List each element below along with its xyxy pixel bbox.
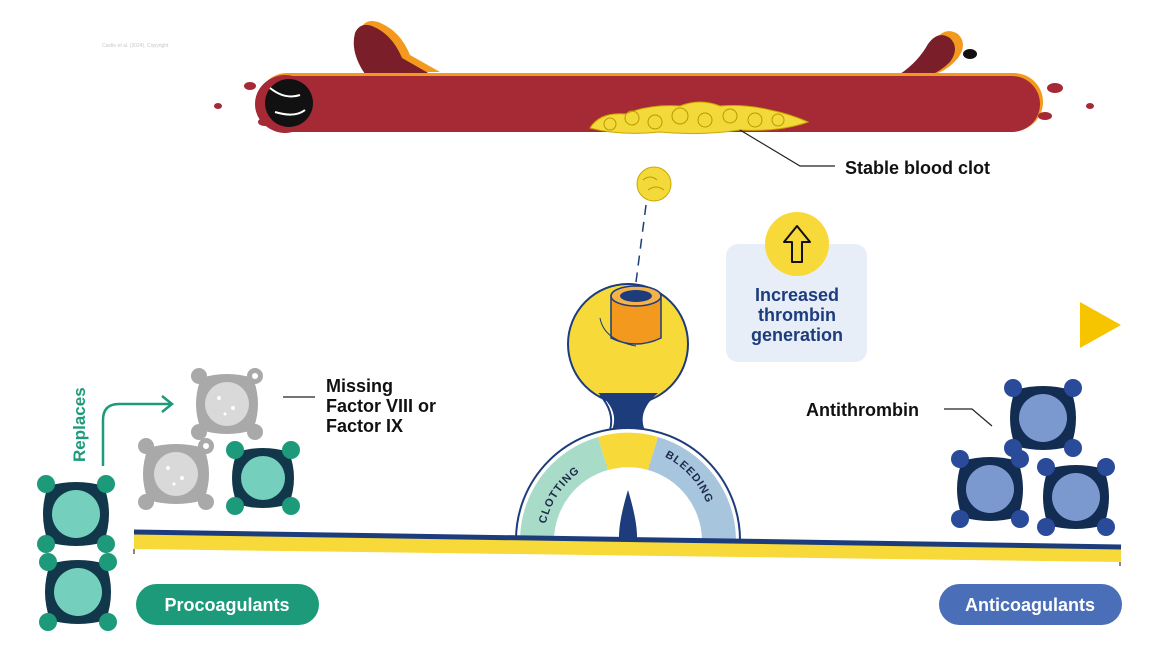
antithrombin-callout <box>944 408 993 427</box>
thrombin-cylinder <box>599 285 662 347</box>
procoagulants-pill: Procoagulants <box>136 584 319 625</box>
next-arrow-icon[interactable] <box>1080 302 1121 348</box>
missing-factor-label-1: Missing <box>326 376 393 396</box>
clot-callout-line <box>739 129 835 167</box>
anticoagulants-pill: Anticoagulants <box>939 584 1122 625</box>
vessel-branch-right-end <box>963 49 977 59</box>
stable-clot-label: Stable blood clot <box>845 158 990 178</box>
antithrombin-factor <box>1037 458 1115 536</box>
info-line-1: Increased <box>755 285 839 305</box>
gauge-needle <box>619 490 637 551</box>
up-arrow-badge <box>765 212 829 276</box>
antithrombin-factor <box>951 450 1029 528</box>
info-line-3: generation <box>751 325 843 345</box>
antithrombin-label: Antithrombin <box>806 400 919 420</box>
procoagulants-label: Procoagulants <box>164 595 289 615</box>
gauge-normal-zone <box>598 432 658 470</box>
vessel-lumen <box>265 79 313 127</box>
blood-cell <box>1038 112 1052 120</box>
procoagulant-factor <box>39 553 117 631</box>
blood-vessel <box>214 21 1094 135</box>
clot-texture <box>603 107 785 131</box>
balance-beam-top-edge <box>133 529 1122 550</box>
clot-particle <box>636 166 672 202</box>
vessel-branch-right-inner <box>900 35 955 76</box>
vessel-tube <box>255 76 1040 132</box>
balance-scale: CLOTTING BLEEDING <box>133 283 1122 566</box>
info-box: Increased thrombin generation <box>726 212 867 362</box>
stable-clot <box>589 101 810 135</box>
watermark-text: Castle et al. (2024), Copyright <box>102 43 169 49</box>
blood-cell <box>258 118 272 126</box>
missing-factor-bottom <box>138 438 214 510</box>
replaces-arrow-head <box>161 395 175 413</box>
up-arrow-icon <box>783 225 811 263</box>
blood-cell <box>1086 103 1094 109</box>
gauge-bleeding-zone <box>648 437 736 540</box>
missing-factor-top <box>191 368 263 440</box>
vessel-branch-left-inner <box>353 24 430 74</box>
missing-factor-label-2: Factor VIII or <box>326 396 436 416</box>
procoagulant-factor <box>37 475 115 553</box>
dashed-connector <box>635 204 647 283</box>
info-line-2: thrombin <box>758 305 836 325</box>
antithrombin-factor <box>1004 379 1082 457</box>
replaces-arrow <box>101 402 170 466</box>
replaces-label: Replaces <box>70 387 89 462</box>
anticoagulants-label: Anticoagulants <box>965 595 1095 615</box>
blood-cell <box>214 103 222 109</box>
blood-cell <box>244 82 256 90</box>
balance-beam <box>134 532 1121 562</box>
gauge-clotting-zone <box>520 437 608 540</box>
missing-factor-label-3: Factor IX <box>326 416 403 436</box>
procoagulant-factor <box>226 441 300 515</box>
blood-cell <box>1047 83 1063 93</box>
